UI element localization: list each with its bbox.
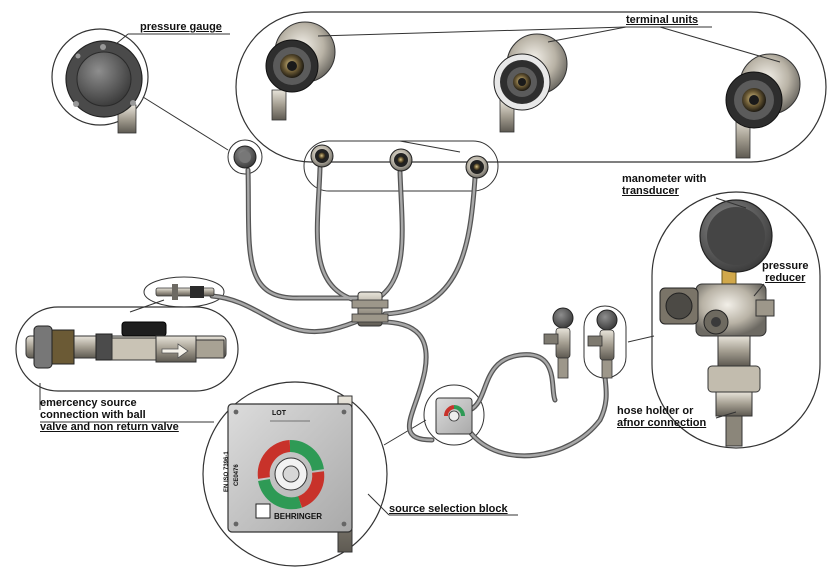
detail-pressure-reducer [659, 199, 775, 447]
small-reducer-right [587, 309, 618, 379]
small-gauge [233, 145, 257, 169]
bubble-small-block [423, 384, 485, 446]
bubble-small-gauge [227, 139, 263, 175]
terminal-unit-1 [265, 21, 336, 121]
panel-ce-mark: CE0476 [234, 464, 240, 486]
small-terminal-3 [465, 155, 489, 179]
manifold [351, 291, 389, 327]
label-emergency-source: emercency source connection with ball va… [40, 397, 179, 433]
small-selection-block [435, 397, 473, 435]
label-pressure-gauge: pressure gauge [140, 21, 222, 33]
panel-brand: BEHRINGER [274, 512, 323, 521]
terminal-unit-3 [725, 53, 801, 159]
small-terminal-1 [310, 144, 334, 168]
label-source-selection: source selection block [389, 503, 508, 515]
label-terminal-units: terminal units [626, 14, 699, 26]
small-terminal-2 [389, 148, 413, 172]
detail-selection-block [227, 395, 353, 553]
small-emergency-connector [155, 284, 215, 300]
label-hose-holder: hose holder or afnor connection [617, 405, 707, 429]
panel-lot-label: LOT [272, 410, 286, 417]
label-pressure-reducer: pressure reducer [762, 260, 809, 284]
terminal-unit-2 [493, 33, 568, 133]
bubble-connectors [129, 96, 655, 446]
panel-standard: EN ISO 7396-1 [224, 451, 230, 492]
label-manometer: manometer with transducer [622, 173, 707, 197]
detail-emergency-connector [25, 321, 227, 369]
small-reducer-left [543, 307, 574, 379]
detail-pressure-gauge [65, 40, 143, 134]
